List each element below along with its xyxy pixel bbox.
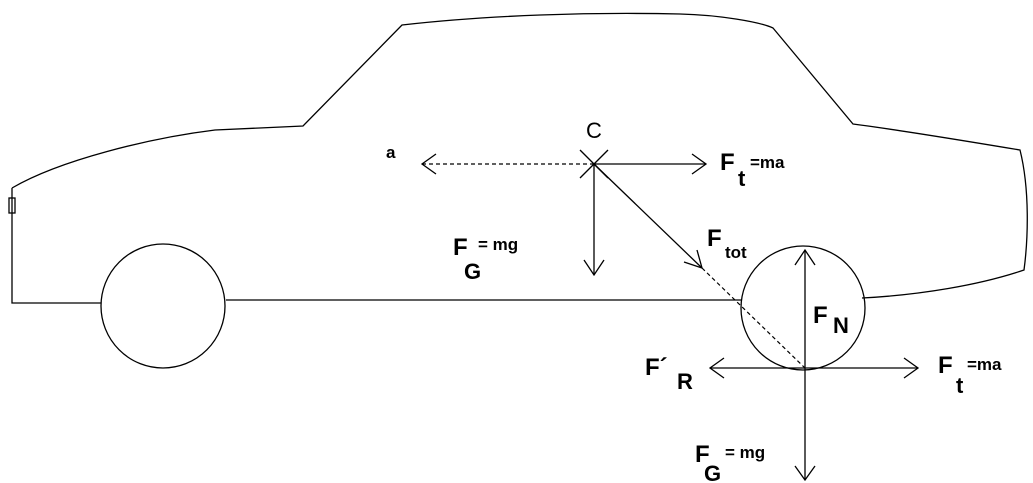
label-fg-upper-main: F: [453, 234, 468, 261]
fr-arrowhead: [708, 357, 725, 379]
fg-upper-arrowhead: [583, 259, 605, 277]
label-fg-lower-main: F: [695, 441, 710, 468]
label-ft-upper-main: F: [720, 149, 735, 176]
ft-lower-arrowhead: [903, 357, 920, 379]
label-fg-upper-sub: G: [464, 259, 481, 284]
label-ftot-main: F: [707, 225, 722, 252]
label-ft-upper-rest: =ma: [750, 153, 785, 172]
label-center-c: C: [586, 118, 602, 143]
car-body-outline: [11, 12, 1028, 304]
label-ft-lower-sub: t: [956, 373, 964, 398]
label-fg-lower-rest: = mg: [725, 443, 765, 462]
label-fg-lower-sub: G: [704, 461, 721, 483]
label-acceleration: a: [386, 143, 396, 162]
label-ftot-sub: tot: [725, 243, 747, 262]
ftot-extension-dashed: [701, 267, 806, 369]
rear-wheel: [100, 243, 226, 369]
label-fr-main: F´: [645, 354, 668, 381]
label-fn-sub: N: [833, 313, 849, 338]
label-ft-lower-main: F: [938, 352, 953, 379]
label-ft-upper-sub: t: [738, 166, 746, 191]
acceleration-arrowhead: [420, 153, 437, 175]
front-light: [8, 197, 16, 214]
ft-upper-arrowhead: [691, 153, 708, 175]
ftot-arrow: [593, 163, 703, 269]
front-wheel: [740, 245, 866, 371]
label-fr-sub: R: [677, 369, 693, 394]
label-fg-upper-rest: = mg: [478, 235, 518, 254]
fn-arrowhead: [794, 248, 816, 266]
fg-lower-arrowhead: [794, 465, 816, 482]
label-ft-lower-rest: =ma: [967, 355, 1002, 374]
label-fn-main: F: [813, 302, 828, 329]
